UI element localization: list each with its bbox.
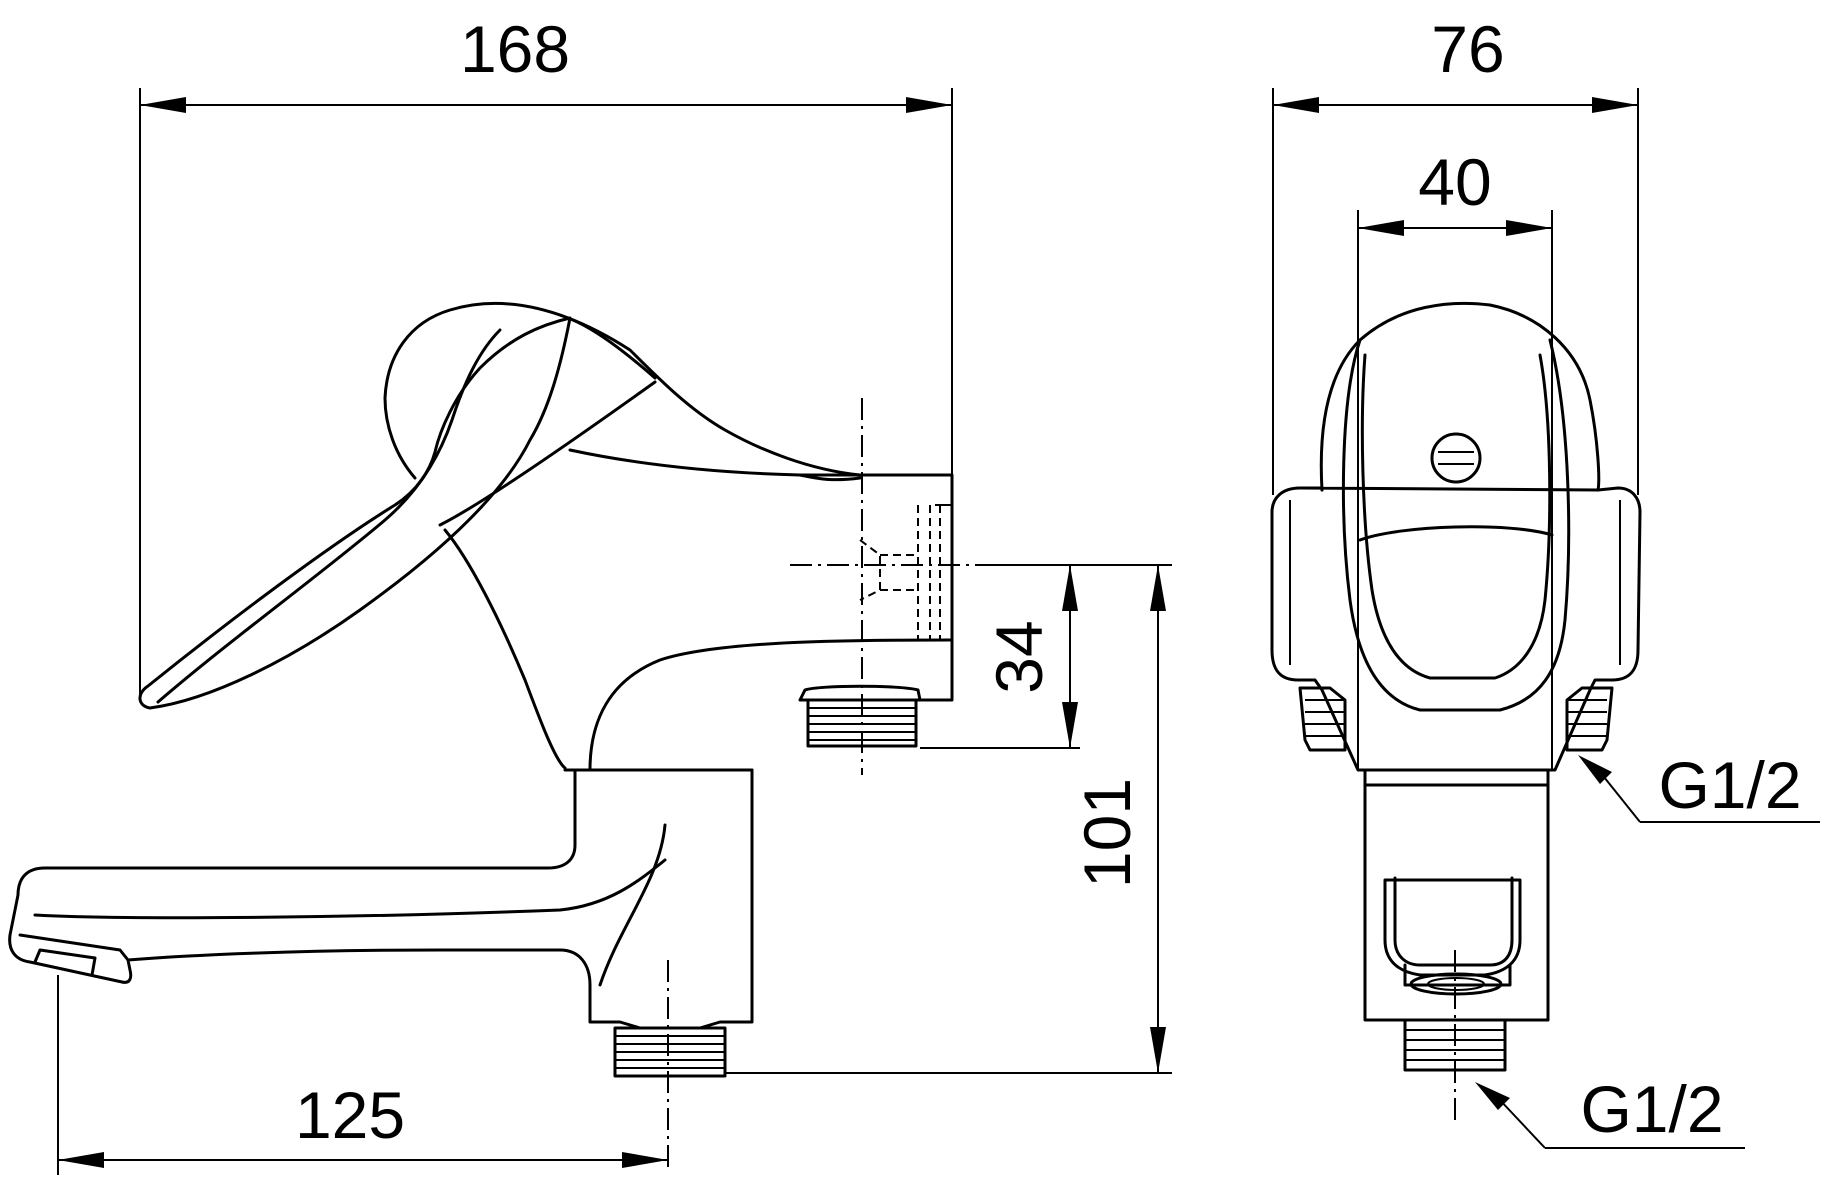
front-body — [1270, 486, 1642, 772]
thread-label-side: G1/2 — [1658, 748, 1801, 822]
front-spout — [1363, 768, 1550, 1022]
dimension-40: 40 — [1358, 145, 1552, 236]
dimension-125: 125 — [58, 1078, 668, 1168]
thread-label-bottom: G1/2 — [1580, 1072, 1723, 1146]
dimension-125-label: 125 — [295, 1078, 405, 1152]
front-view: 76 40 — [1270, 12, 1820, 1149]
side-inlet-thread — [798, 684, 922, 748]
side-view: 168 — [8, 12, 1172, 1175]
bottom-outlet-thread — [613, 1026, 727, 1078]
dimension-34: 34 — [982, 565, 1078, 748]
thread-callout-side: G1/2 — [1578, 748, 1820, 823]
lever-handle — [138, 302, 862, 710]
dimension-40-label: 40 — [1418, 145, 1491, 219]
dimension-101-label: 101 — [1070, 778, 1144, 888]
valve-body — [443, 448, 954, 772]
dimension-34-label: 34 — [982, 620, 1056, 693]
dimension-76-label: 76 — [1431, 12, 1504, 86]
front-side-threads — [1298, 686, 1614, 752]
dimension-168: 168 — [140, 12, 952, 113]
dimension-101: 101 — [1070, 565, 1166, 1073]
spout-body — [8, 768, 754, 1030]
dimension-168-label: 168 — [460, 12, 570, 86]
dimension-76: 76 — [1273, 12, 1638, 113]
front-handle — [1319, 301, 1601, 712]
thread-callout-bottom: G1/2 — [1475, 1072, 1745, 1149]
